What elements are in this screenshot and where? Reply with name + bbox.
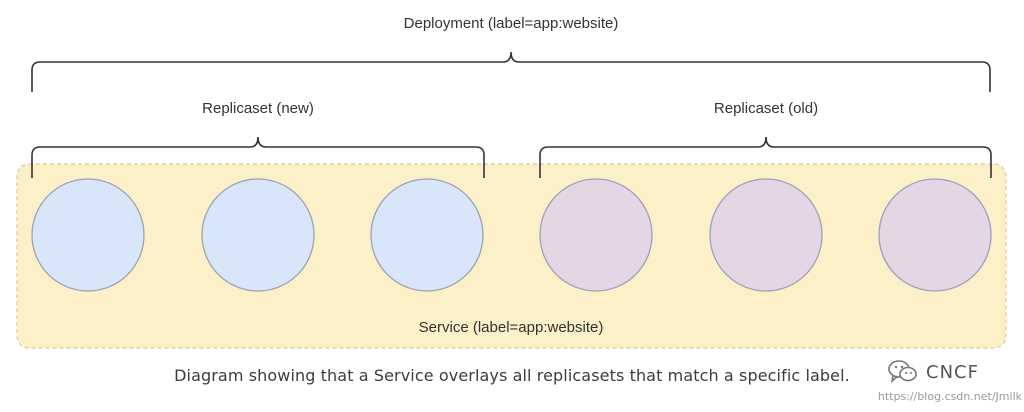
watermark-logo: CNCF: [888, 358, 1018, 386]
pod-old-1: [539, 178, 653, 292]
pod-old-2: [709, 178, 823, 292]
service-label: Service (label=app:website): [419, 319, 604, 336]
pod-old-3: [878, 178, 992, 292]
pod-new-3: [370, 178, 484, 292]
figure-caption: Diagram showing that a Service overlays …: [174, 366, 850, 385]
pod-new-2: [201, 178, 315, 292]
replicaset-old-bracket: [539, 136, 992, 178]
replicaset-new-label: Replicaset (new): [202, 100, 314, 117]
deployment-bracket: [31, 51, 991, 92]
deployment-label: Deployment (label=app:website): [404, 15, 619, 32]
watermark-name: CNCF: [926, 361, 979, 383]
replicaset-old-label: Replicaset (old): [714, 100, 818, 117]
pod-new-1: [31, 178, 145, 292]
wechat-icon: [888, 360, 917, 383]
replicaset-new-bracket: [31, 136, 485, 178]
watermark-url: https://blog.csdn.net/Jmilk: [877, 390, 1022, 403]
